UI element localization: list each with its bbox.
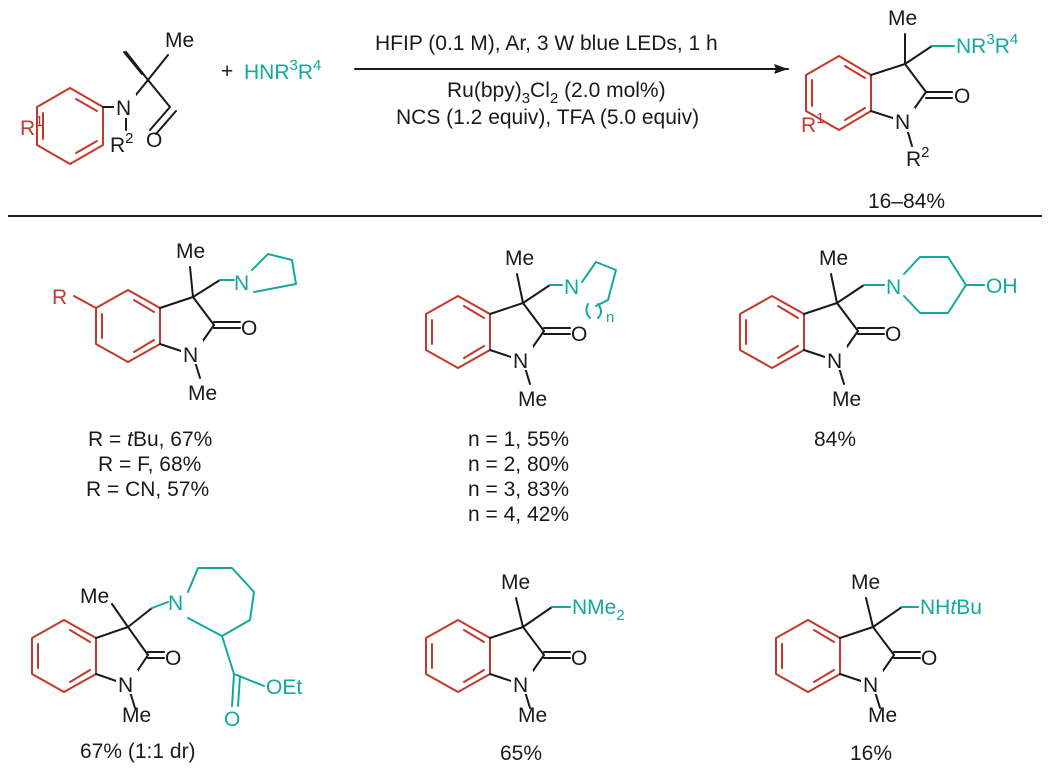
- arrow-head: [774, 64, 788, 74]
- svg-text:N: N: [827, 350, 842, 373]
- svg-text:R = CN, 57%: R = CN, 57%: [86, 478, 209, 501]
- svg-text:65%: 65%: [500, 742, 542, 765]
- caption-cyclic-amine: n = 1, 55% n = 2, 80% n = 3, 83% n = 4, …: [468, 428, 569, 526]
- svg-text:O: O: [921, 647, 937, 670]
- svg-text:N: N: [183, 344, 198, 367]
- svg-text:O: O: [165, 647, 181, 670]
- example-hydroxypiperidine: O Me N Me N OH 84%: [739, 247, 1018, 451]
- svg-text:Me: Me: [851, 571, 880, 594]
- svg-text:Me: Me: [505, 247, 534, 270]
- starting-acrylamide: N Me O R1 R2: [20, 29, 194, 165]
- svg-text:N: N: [863, 674, 878, 697]
- example-tert-butylamine: O Me N Me NHtBu 16%: [775, 571, 982, 765]
- svg-text:16%: 16%: [850, 742, 892, 765]
- label-R1: R1: [20, 113, 44, 140]
- svg-text:R1: R1: [801, 110, 825, 137]
- svg-text:Me: Me: [501, 571, 530, 594]
- svg-text:Me: Me: [518, 704, 547, 727]
- svg-text:O: O: [241, 317, 257, 340]
- svg-text:O: O: [571, 323, 587, 346]
- label-O: O: [146, 129, 162, 152]
- svg-text:n = 3, 83%: n = 3, 83%: [468, 478, 569, 501]
- svg-text:R2: R2: [906, 144, 930, 171]
- svg-text:n: n: [606, 309, 614, 326]
- svg-text:N: N: [513, 674, 528, 697]
- label-NR3R4: NR3R4: [956, 31, 1018, 58]
- svg-text:n = 1, 55%: n = 1, 55%: [468, 428, 569, 451]
- product-oxindole: N O Me NR3R4 R1 R2 16–84%: [801, 7, 1018, 213]
- svg-text:O: O: [885, 323, 901, 346]
- svg-text:n = 4, 42%: n = 4, 42%: [468, 503, 569, 526]
- svg-text:N: N: [886, 276, 901, 299]
- svg-text:O: O: [571, 647, 587, 670]
- svg-text:67% (1:1 dr): 67% (1:1 dr): [80, 740, 196, 763]
- conditions-line-1: HFIP (0.1 M), Ar, 3 W blue LEDs, 1 h: [375, 32, 718, 55]
- svg-text:Me: Me: [888, 7, 917, 30]
- label-N: N: [116, 97, 131, 120]
- svg-text:Me: Me: [80, 585, 109, 608]
- label-Me: Me: [165, 29, 194, 52]
- svg-text:N: N: [234, 272, 249, 295]
- yield-range: 16–84%: [868, 190, 945, 213]
- svg-text:84%: 84%: [814, 428, 856, 451]
- example-cyclic-amine: O Me N Me N n n = 1, 55% n = 2, 80% n = …: [425, 247, 617, 526]
- svg-text:NMe2: NMe2: [572, 596, 625, 624]
- svg-text:Me: Me: [518, 388, 547, 411]
- svg-text:N: N: [168, 592, 183, 615]
- svg-text:n = 2, 80%: n = 2, 80%: [468, 453, 569, 476]
- svg-text:N: N: [564, 276, 579, 299]
- svg-text:OEt: OEt: [266, 676, 302, 699]
- svg-text:N: N: [895, 111, 910, 134]
- svg-text:Me: Me: [868, 704, 897, 727]
- amine-reagent: HNR3R4: [244, 57, 321, 84]
- conditions-line-3: NCS (1.2 equiv), TFA (5.0 equiv): [396, 106, 699, 129]
- example-nipecotate: O Me N Me N O OEt 67% (1:1 dr): [31, 567, 302, 763]
- svg-text:Me: Me: [819, 247, 848, 270]
- example-dimethylamine: O Me N Me NMe2 65%: [425, 571, 625, 765]
- svg-text:OH: OH: [986, 275, 1018, 298]
- svg-text:NHtBu: NHtBu: [920, 596, 982, 619]
- caption-pyrrolidine: R = tBu, 67% R = F, 68% R = CN, 57%: [86, 428, 212, 501]
- svg-text:R = F, 68%: R = F, 68%: [98, 453, 201, 476]
- label-R2: R2: [110, 130, 134, 157]
- svg-text:N: N: [513, 350, 528, 373]
- svg-text:R = tBu, 67%: R = tBu, 67%: [88, 428, 212, 451]
- svg-text:R: R: [52, 286, 67, 309]
- plus-sign: +: [221, 60, 233, 83]
- aryl-ring: [36, 87, 104, 165]
- svg-text:Me: Me: [122, 704, 151, 727]
- conditions-line-2: Ru(bpy)3Cl2 (2.0 mol%): [447, 79, 666, 107]
- svg-text:N: N: [118, 674, 133, 697]
- svg-text:Me: Me: [832, 388, 861, 411]
- svg-text:Me: Me: [176, 240, 205, 263]
- svg-text:Me: Me: [188, 382, 217, 405]
- svg-text:O: O: [954, 85, 970, 108]
- svg-text:O: O: [224, 708, 240, 731]
- example-pyrrolidine: R O Me N Me N R = tBu, 67% R = F, 68% R …: [52, 240, 297, 501]
